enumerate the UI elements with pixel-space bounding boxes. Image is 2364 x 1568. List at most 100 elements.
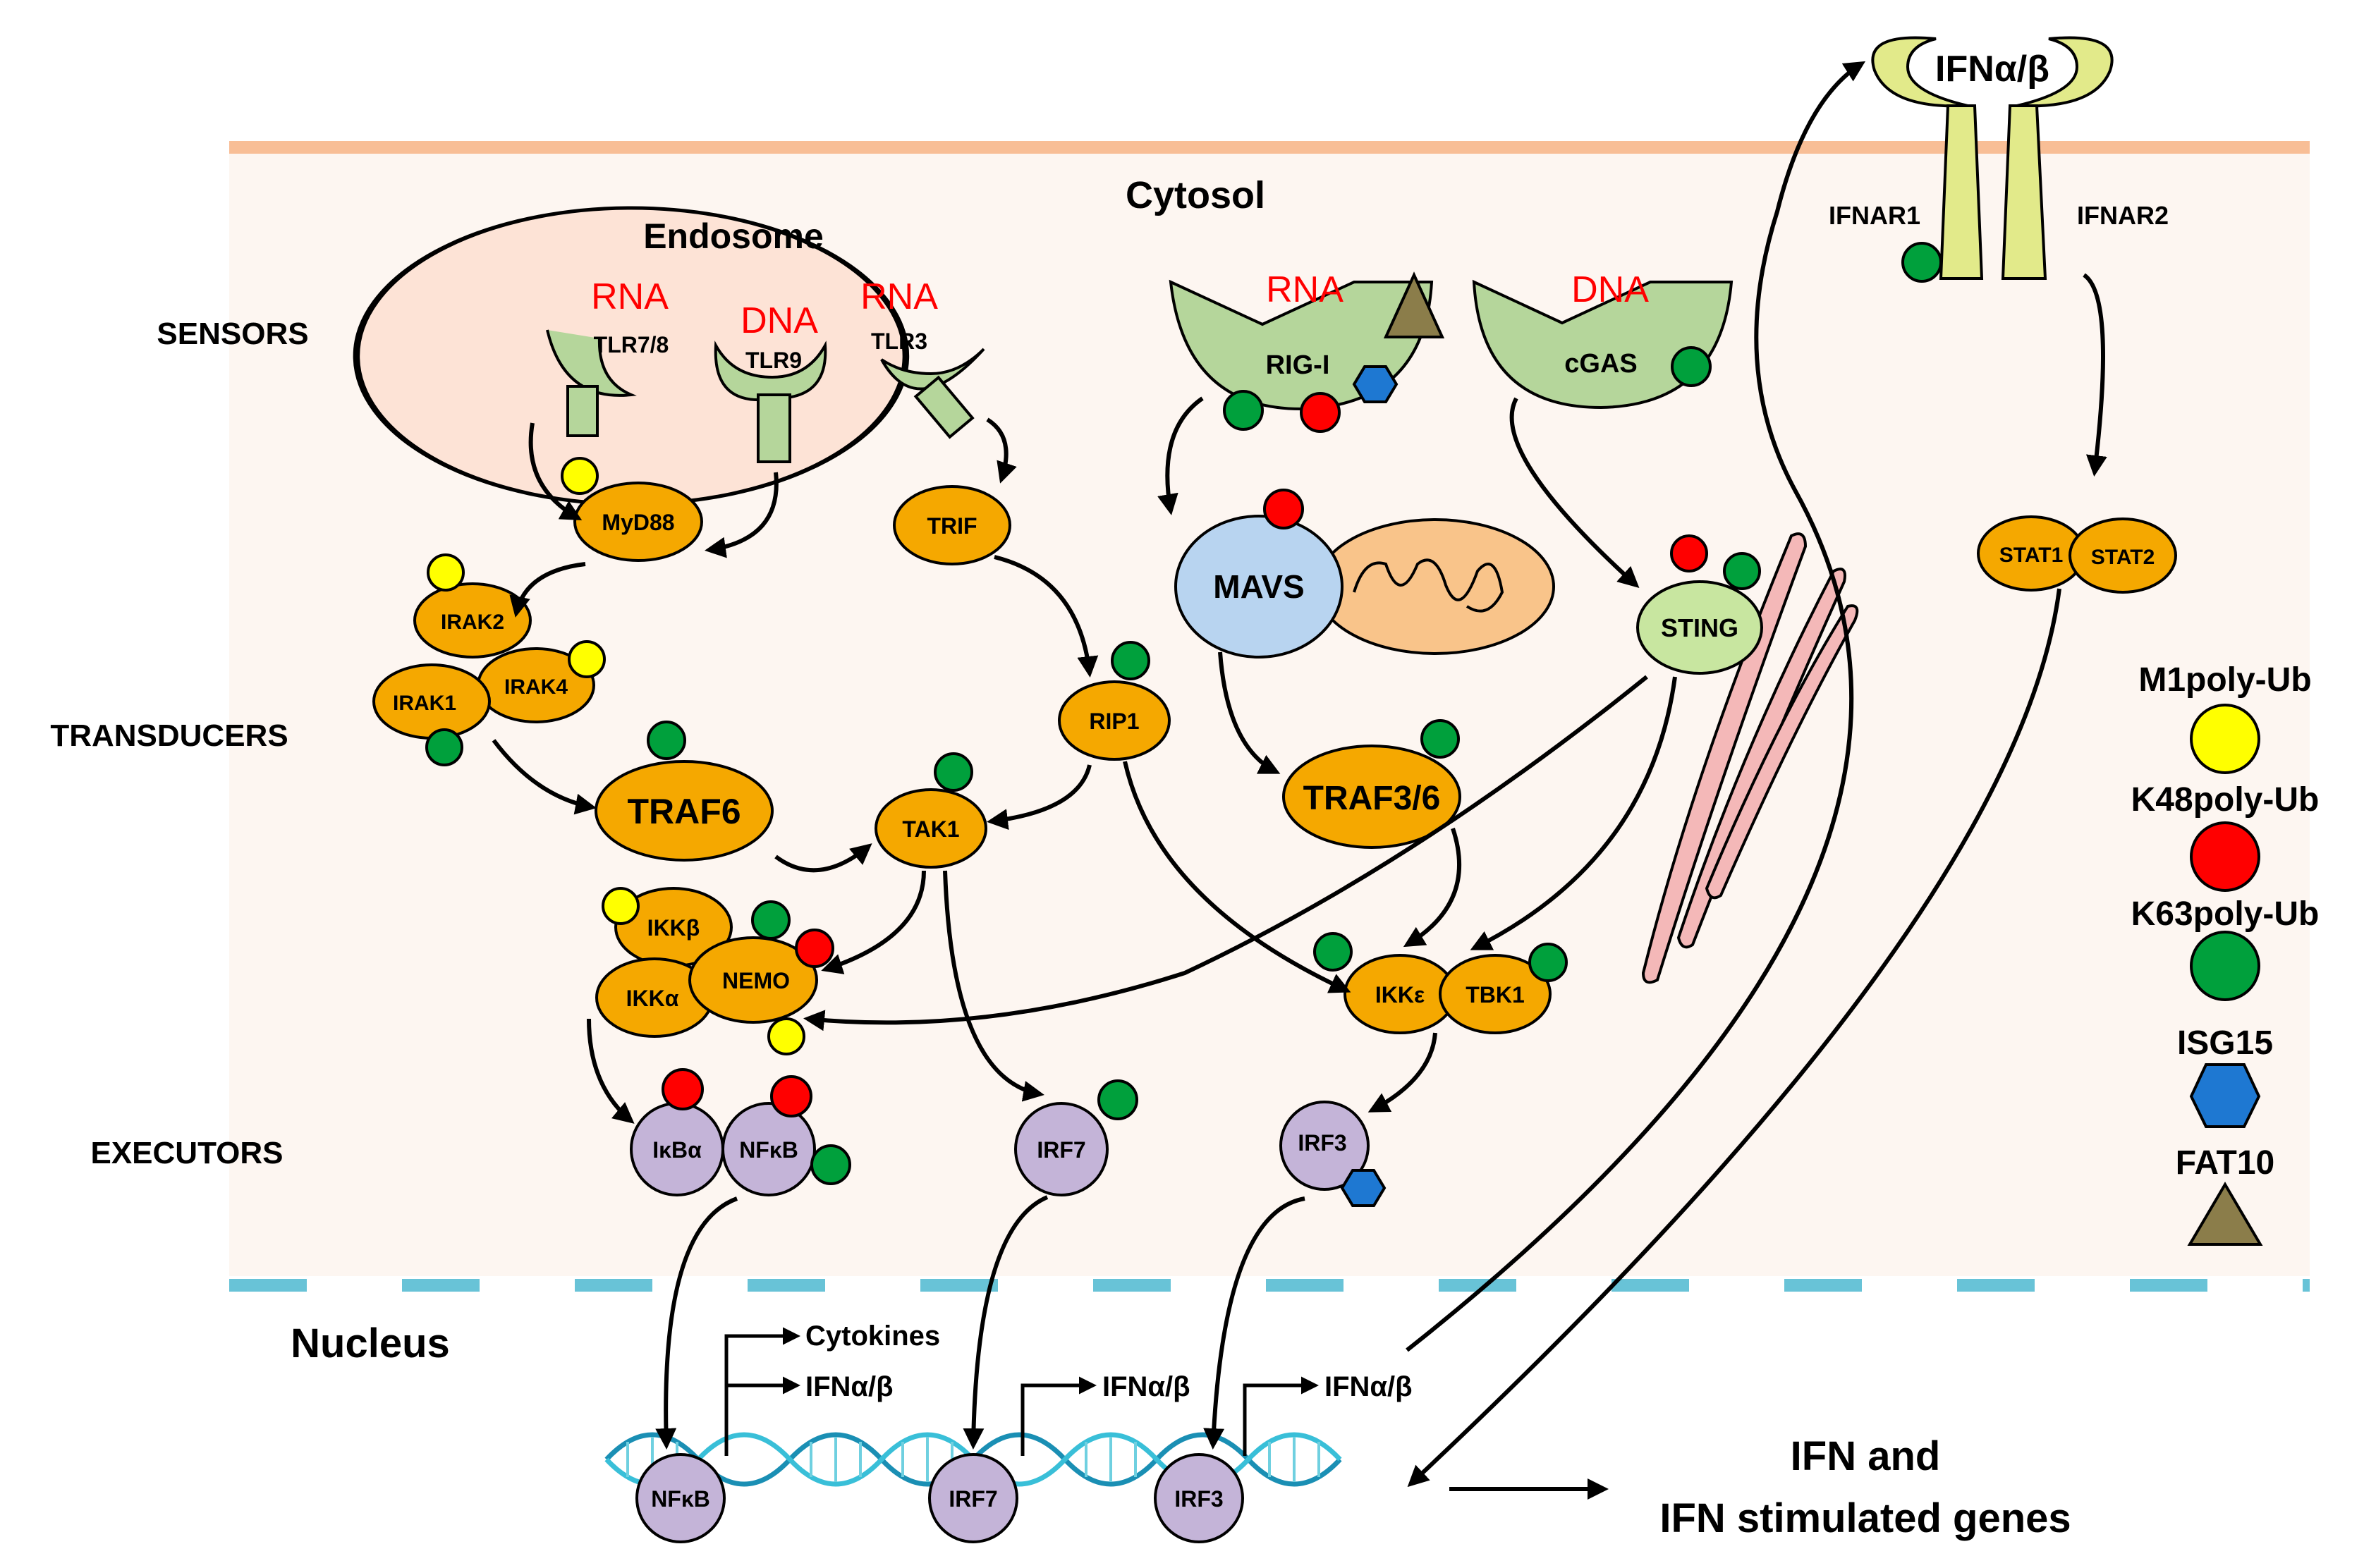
- irf7-node: [1014, 1079, 1138, 1196]
- k63-ub-rip1-icon: [1111, 641, 1150, 680]
- ifn-ligand-label: IFNα/β: [1935, 49, 2049, 90]
- tlr78-receptor: [546, 329, 637, 437]
- myd88-label: MyD88: [602, 510, 674, 535]
- nuclear-nfkb-node: [635, 1453, 726, 1543]
- cytokines-output-label: Cytokines: [805, 1321, 940, 1352]
- mavs-protein: [1174, 515, 1344, 659]
- k63-ub-traf36-icon: [1420, 719, 1460, 759]
- rna-ligand-tlr78: RNA: [591, 276, 669, 317]
- legend-label-k48: K48poly-Ub: [2131, 781, 2320, 819]
- irf7-ifn-arrow: [1020, 1376, 1097, 1456]
- k63-ub-cgas-icon: [1671, 346, 1712, 387]
- irf3-node: [1279, 1101, 1387, 1207]
- rna-ligand-tlr3: RNA: [860, 276, 938, 317]
- mitochondrion-cristae: [1353, 558, 1504, 613]
- plasma-membrane: [229, 141, 2310, 154]
- tlr78-label: TLR7/8: [594, 332, 669, 357]
- k63-ub-ikke-icon: [1313, 932, 1353, 972]
- k48-ub-ikba-icon: [662, 1068, 704, 1110]
- m1-ub-irak4-icon: [568, 640, 606, 678]
- result-label-line2: IFN stimulated genes: [1659, 1495, 2071, 1541]
- irf3-ifn-arrow: [1243, 1376, 1319, 1456]
- legend-label-k63: K63poly-Ub: [2131, 895, 2320, 933]
- nuclear-irf7-node: [928, 1453, 1018, 1543]
- cgas-label: cGAS: [1564, 349, 1637, 379]
- cytosol-label: Cytosol: [1126, 174, 1265, 216]
- myd88-node: [561, 457, 703, 562]
- ifnar1-label: IFNAR1: [1829, 201, 1920, 230]
- k48-ub-mavs-icon: [1263, 489, 1304, 529]
- trif-label: TRIF: [927, 513, 977, 539]
- irak-complex: [372, 553, 606, 766]
- k48-ub-rigi-icon: [1300, 392, 1341, 433]
- k48-ub-sting-icon: [1670, 534, 1708, 572]
- fat10-mark-icon: [1383, 271, 1445, 338]
- legend-k48-ub-icon: [2190, 821, 2260, 892]
- sting-label: STING: [1661, 613, 1738, 642]
- ikba-nfkb-complex: [630, 1068, 851, 1196]
- irak4-label: IRAK4: [504, 675, 568, 699]
- ikkb-label: IKKβ: [647, 915, 700, 941]
- stat2-label: STAT2: [2091, 546, 2155, 569]
- k63-ub-nfkb-icon: [810, 1144, 851, 1185]
- irak1-label: IRAK1: [393, 692, 456, 715]
- m1-ub-nemo-icon: [767, 1017, 805, 1055]
- m1-ub-myd88-icon: [561, 457, 599, 495]
- nuclear-irf7-label: IRF7: [949, 1486, 997, 1512]
- cgas-sensor: [1472, 279, 1734, 410]
- tlr9-receptor: [714, 340, 827, 463]
- irf3-ifn-output-label: IFNα/β: [1324, 1371, 1413, 1402]
- legend-fat10-icon: [2187, 1182, 2263, 1246]
- traf36-node: [1282, 719, 1461, 849]
- row-label-sensors: SENSORS: [157, 317, 308, 351]
- nuclear-irf3-node: [1154, 1453, 1244, 1543]
- tbk1-label: TBK1: [1466, 982, 1525, 1007]
- irf3-label: IRF3: [1298, 1130, 1346, 1156]
- nuclear-nfkb-label: NFκB: [651, 1486, 710, 1512]
- legend-label-fat10: FAT10: [2176, 1144, 2274, 1182]
- trif-node: [893, 485, 1011, 565]
- result-label-line1: IFN and: [1791, 1433, 1941, 1479]
- endosome-label: Endosome: [643, 216, 824, 256]
- k63-ub-irf7-icon: [1097, 1079, 1138, 1120]
- mitochondrion: [1315, 518, 1555, 655]
- tlr3-receptor: [880, 348, 985, 439]
- k63-ub-traf6-icon: [647, 721, 686, 760]
- nfkb-cytokines-arrow: [724, 1327, 800, 1456]
- stat1-label: STAT1: [1999, 544, 2064, 567]
- k63-ub-tbk1-icon: [1528, 943, 1568, 982]
- k63-ub-rigi-icon: [1223, 390, 1264, 431]
- legend-isg15-icon: [2189, 1063, 2261, 1128]
- dna-ligand-cgas: DNA: [1571, 269, 1649, 310]
- row-label-executors: EXECUTORS: [90, 1136, 283, 1170]
- nfkb-label: NFκB: [739, 1137, 798, 1163]
- dna-ligand-tlr9: DNA: [741, 300, 818, 341]
- traf6-node: [595, 721, 774, 862]
- nfkb-ifn-output-label: IFNα/β: [805, 1371, 894, 1402]
- k48-ub-nfkb-icon: [770, 1075, 812, 1117]
- legend-label-isg15: ISG15: [2177, 1024, 2273, 1062]
- ifnar-receptor-complex: [1871, 36, 2114, 280]
- legend-k63-ub-icon: [2190, 931, 2260, 1001]
- k63-ub-nemo-icon: [751, 900, 791, 940]
- tlr9-label: TLR9: [745, 348, 802, 373]
- traf6-label: TRAF6: [627, 792, 741, 831]
- rna-ligand-rigi: RNA: [1266, 269, 1344, 310]
- k63-ub-sting-icon: [1723, 552, 1761, 590]
- nucleus-label: Nucleus: [291, 1321, 450, 1366]
- m1-ub-ikkb-icon: [602, 887, 640, 925]
- irf7-ifn-output-label: IFNα/β: [1102, 1371, 1190, 1402]
- sting-protein: [1636, 580, 1763, 675]
- k63-ub-ifnar1-icon: [1901, 242, 1942, 283]
- tak1-label: TAK1: [902, 816, 959, 842]
- nemo-label: NEMO: [722, 968, 790, 993]
- irak2-label: IRAK2: [441, 611, 504, 634]
- mavs-label: MAVS: [1213, 568, 1305, 605]
- k63-ub-irak1-icon: [425, 728, 463, 766]
- legend-label-m1: M1poly-Ub: [2138, 661, 2311, 699]
- row-label-transducers: TRANSDUCERS: [50, 718, 288, 753]
- rigi-label: RIG-I: [1266, 350, 1330, 380]
- signaling-arrows: [492, 61, 2107, 1488]
- tak1-node: [875, 752, 987, 869]
